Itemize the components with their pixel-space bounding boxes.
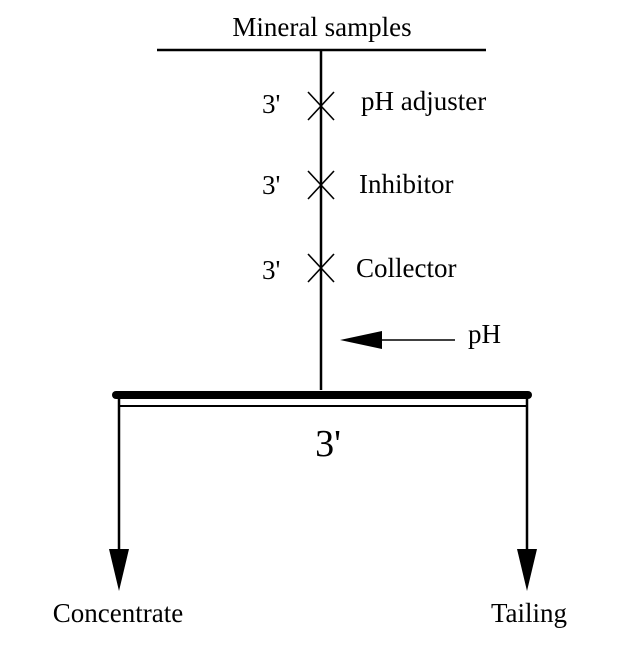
concentrate-stream bbox=[109, 399, 129, 591]
cross-marker-icon bbox=[307, 91, 335, 121]
arrow-down-icon bbox=[517, 549, 537, 591]
tailing-label: Tailing bbox=[491, 598, 567, 628]
reagent-label: pH adjuster bbox=[361, 86, 486, 116]
stage-time: 3' bbox=[262, 255, 280, 285]
stage-ph-adjuster: 3' pH adjuster bbox=[262, 86, 486, 121]
cross-marker-icon bbox=[307, 170, 335, 200]
concentrate-label: Concentrate bbox=[53, 598, 183, 628]
cross-marker-icon bbox=[307, 253, 335, 283]
stage-time: 3' bbox=[262, 170, 280, 200]
arrow-down-icon bbox=[109, 549, 129, 591]
stage-collector: 3' Collector bbox=[262, 253, 456, 285]
feed-label: Mineral samples bbox=[232, 12, 411, 42]
reagent-label: Collector bbox=[356, 253, 456, 283]
stage-time: 3' bbox=[262, 89, 280, 119]
flotation-cell bbox=[112, 391, 532, 407]
ph-arrow bbox=[340, 331, 455, 349]
ph-label: pH bbox=[468, 319, 501, 349]
arrow-left-icon bbox=[340, 331, 382, 349]
tailing-stream bbox=[517, 399, 537, 591]
stage-inhibitor: 3' Inhibitor bbox=[262, 169, 454, 200]
reagent-label: Inhibitor bbox=[359, 169, 454, 199]
flotation-time: 3' bbox=[315, 423, 341, 465]
